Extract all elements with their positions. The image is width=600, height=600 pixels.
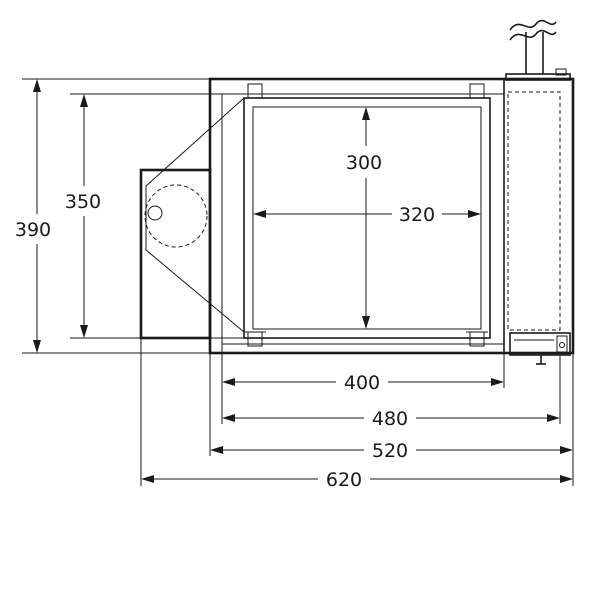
power-switch-icon — [556, 335, 568, 353]
power-switch-dot — [559, 342, 565, 348]
wavy-cable-break-icon — [509, 19, 557, 31]
corner-bracket-top-right — [466, 83, 488, 99]
inner-window — [252, 106, 482, 330]
corner-bracket-bottom-right — [466, 331, 488, 347]
dim-620: 620 — [141, 469, 573, 491]
inner-frame-outer — [243, 97, 491, 339]
dim-390-label: 390 — [15, 219, 51, 241]
inner-frame-edge — [221, 93, 505, 345]
dim-620-label: 620 — [326, 469, 362, 491]
dim-520-label: 520 — [372, 440, 408, 462]
dim-300-label: 300 — [346, 152, 382, 174]
dim-400-label: 400 — [344, 372, 380, 394]
dim-320: 320 — [253, 204, 481, 226]
dim-320-label: 320 — [399, 204, 435, 226]
dim-350-label: 350 — [65, 191, 101, 213]
dim-390: 390 — [15, 79, 51, 353]
dim-300: 300 — [346, 107, 382, 329]
fan-hub — [147, 205, 163, 221]
fan-outline-dashed — [144, 184, 208, 248]
dim-480: 480 — [222, 408, 560, 430]
control-box — [509, 332, 571, 356]
dim-350: 350 — [65, 94, 101, 338]
dim-520: 520 — [210, 440, 573, 462]
corner-bracket-bottom-left — [244, 331, 266, 347]
side-panel-hidden-outline — [507, 91, 561, 331]
dim-480-label: 480 — [372, 408, 408, 430]
fan-cone — [145, 97, 245, 333]
wavy-cable-break-icon-2 — [509, 29, 557, 41]
dim-400: 400 — [222, 372, 504, 394]
corner-bracket-top-left — [244, 83, 266, 99]
cable-gland — [505, 73, 571, 81]
cable-cap — [555, 68, 567, 76]
extension-lines — [22, 78, 574, 486]
